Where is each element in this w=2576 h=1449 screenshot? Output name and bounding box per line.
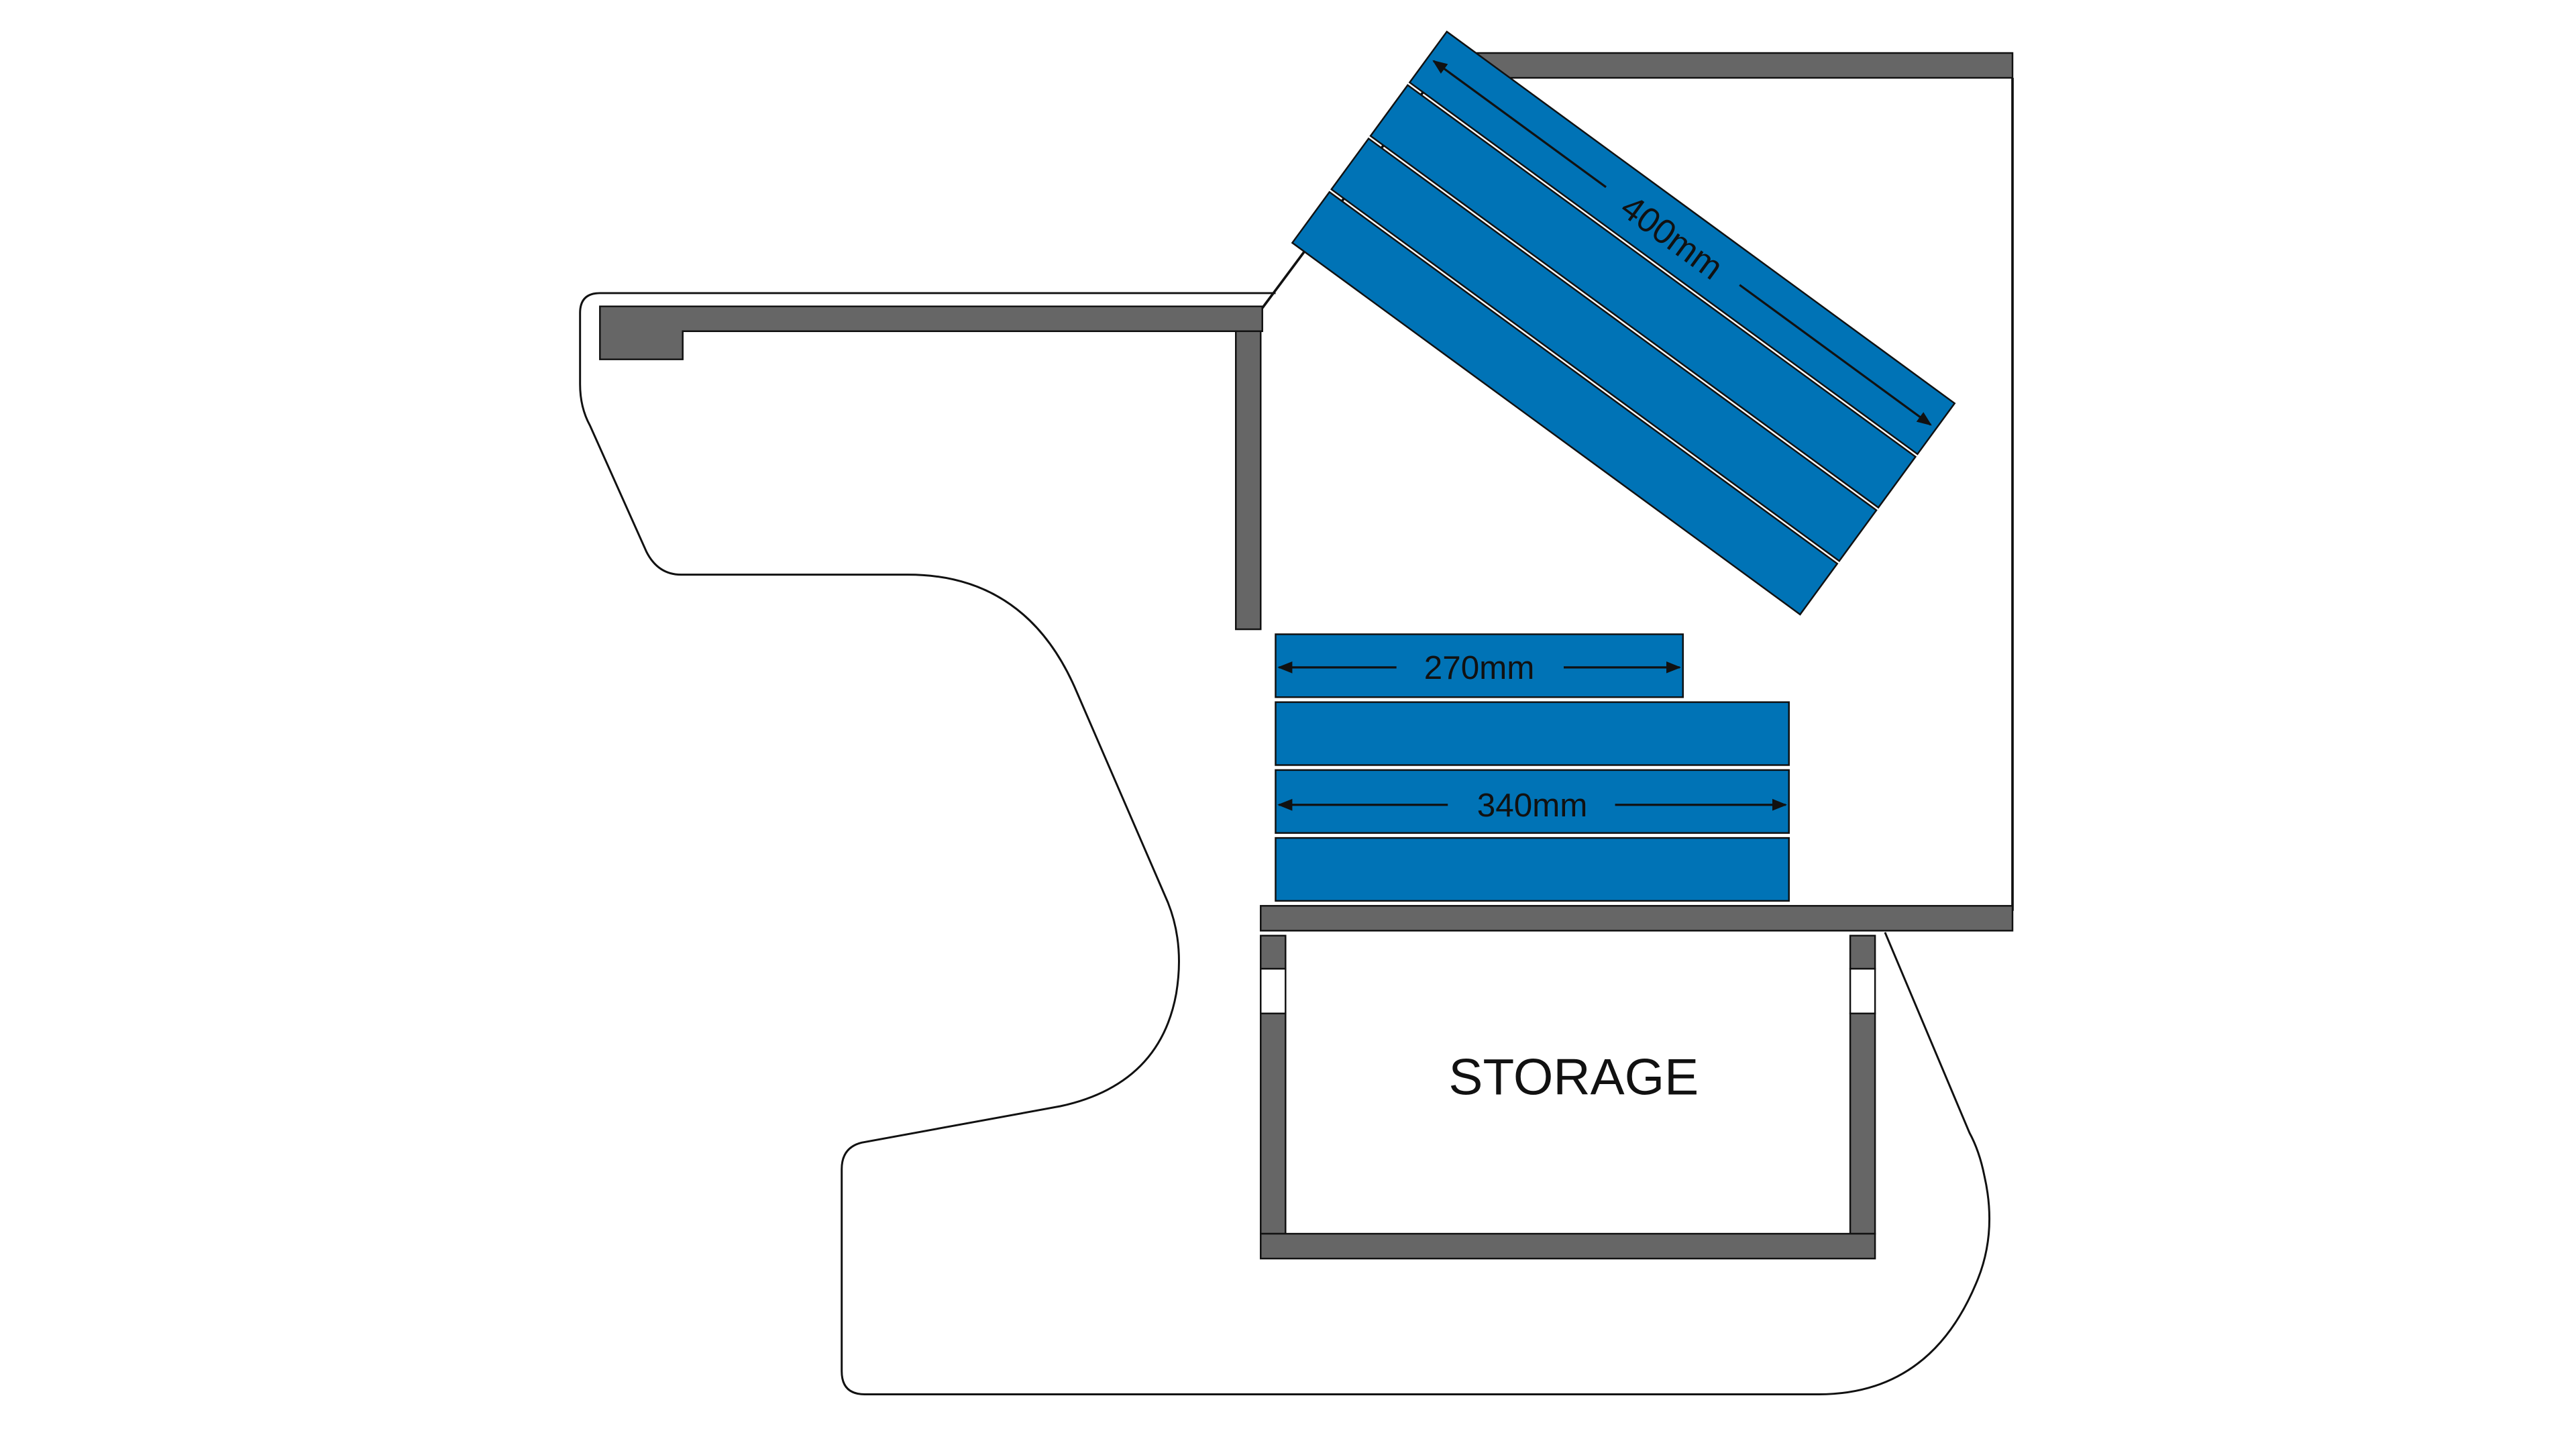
dim-270-label: 270mm	[1424, 649, 1535, 686]
storage-right-wall	[1849, 1012, 1876, 1235]
tilted-panel-3	[1330, 137, 1878, 563]
tilted-panel-4	[1291, 191, 1839, 616]
dim-340-label: 340mm	[1477, 787, 1588, 824]
top-left-wall	[599, 305, 1263, 360]
storage-left-wall	[1260, 1012, 1287, 1235]
body-outline	[579, 292, 1991, 1396]
panel-340-c	[1275, 837, 1790, 902]
tilted-panel-1	[1408, 30, 1956, 455]
top-right-wall	[1435, 52, 2014, 79]
panel-340-b	[1275, 769, 1790, 834]
dim-400-arrow-left	[1432, 60, 1607, 189]
panel-340-a	[1275, 701, 1790, 766]
storage-left-wall-top	[1260, 934, 1287, 970]
storage-bottom-wall	[1260, 1232, 1876, 1260]
tilted-panel-2	[1369, 84, 1917, 509]
storage-right-hinge	[1849, 967, 1876, 1014]
left-vertical-wall	[1235, 330, 1262, 631]
storage-right-wall-top	[1849, 934, 1876, 970]
panel-270	[1275, 633, 1684, 698]
tilted-panels: 400mm	[1291, 30, 1956, 616]
storage-left-hinge	[1260, 967, 1287, 1014]
storage-label: STORAGE	[1448, 1049, 1699, 1106]
dim-400-arrow-right	[1739, 284, 1932, 426]
shelf-wall	[1260, 905, 2014, 932]
